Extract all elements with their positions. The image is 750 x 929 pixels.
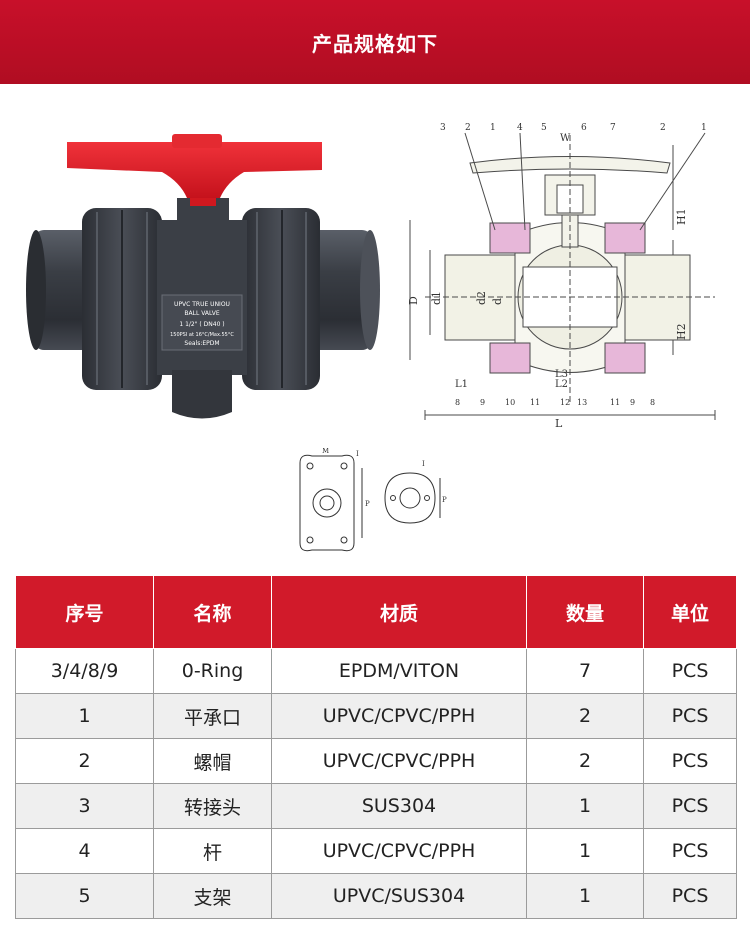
part-number: 8 — [650, 398, 655, 407]
part-number: 1 — [490, 123, 496, 133]
table-header-row: 序号 名称 材质 数量 单位 — [15, 575, 737, 649]
label-line-3: 1 1/2" ( DN40 ) — [179, 321, 224, 328]
part-number: 8 — [455, 398, 460, 407]
dim-l2: L2 — [555, 379, 568, 390]
label-line-2: BALL VALVE — [184, 310, 219, 317]
part-number: 4 — [517, 123, 523, 133]
cell-quantity: 1 — [526, 828, 644, 874]
cell-name: 平承口 — [153, 693, 272, 739]
label-line-4: 150PSI at 16°C/Max.55°C — [170, 332, 234, 338]
cell-unit: PCS — [643, 693, 737, 739]
dim-i: I — [422, 460, 425, 468]
cell-quantity: 2 — [526, 738, 644, 784]
table-row: 5 支架 UPVC/SUS304 1 PCS — [15, 873, 737, 919]
cell-material: UPVC/SUS304 — [271, 873, 527, 919]
table-row: 1 平承口 UPVC/CPVC/PPH 2 PCS — [15, 693, 737, 739]
table-row: 2 螺帽 UPVC/CPVC/PPH 2 PCS — [15, 738, 737, 784]
cross-section-drawing: 3 2 1 4 5 6 7 2 1 W H1 H2 D d1 d2 d L1 L… — [407, 123, 716, 430]
cell-unit: PCS — [643, 873, 737, 919]
cell-unit: PCS — [643, 738, 737, 784]
cell-quantity: 1 — [526, 873, 644, 919]
part-number: 10 — [505, 398, 515, 407]
dim-l: L — [555, 417, 563, 430]
part-number: 6 — [581, 123, 587, 133]
dim-l3: L3 — [555, 369, 568, 380]
cell-index: 3/4/8/9 — [15, 648, 154, 694]
table-row: 3/4/8/9 0-Ring EPDM/VITON 7 PCS — [15, 648, 737, 694]
dim-h1: H1 — [675, 208, 688, 225]
cell-index: 4 — [15, 828, 154, 874]
page-title: 产品规格如下 — [312, 31, 438, 56]
cell-index: 3 — [15, 783, 154, 829]
part-number: 5 — [541, 123, 547, 133]
dim-d-outer: D — [407, 296, 420, 305]
dim-d1: d1 — [430, 291, 443, 305]
label-line-1: UPVC TRUE UNIOU — [174, 301, 230, 308]
header-material: 材质 — [271, 575, 527, 649]
cell-unit: PCS — [643, 648, 737, 694]
mounting-drawings: M I P I P — [299, 448, 447, 552]
cell-material: SUS304 — [271, 783, 527, 829]
cell-material: UPVC/CPVC/PPH — [271, 693, 527, 739]
cell-unit: PCS — [643, 828, 737, 874]
dim-l1: L1 — [455, 379, 468, 390]
cell-material: UPVC/CPVC/PPH — [271, 738, 527, 784]
part-number: 3 — [440, 123, 446, 133]
cell-quantity: 2 — [526, 693, 644, 739]
cell-name: 转接头 — [153, 783, 272, 829]
cell-index: 1 — [15, 693, 154, 739]
part-number: 12 — [560, 398, 570, 407]
header-name: 名称 — [153, 575, 272, 649]
header-quantity: 数量 — [526, 575, 644, 649]
cell-index: 2 — [15, 738, 154, 784]
cell-material: UPVC/CPVC/PPH — [271, 828, 527, 874]
cell-name: 0-Ring — [153, 648, 272, 694]
cell-unit: PCS — [643, 783, 737, 829]
part-number: 9 — [480, 398, 485, 407]
part-number: 11 — [610, 398, 620, 407]
product-photo: UPVC TRUE UNIOU BALL VALVE 1 1/2" ( DN40… — [26, 134, 380, 419]
part-number: 1 — [701, 123, 707, 133]
part-number: 11 — [530, 398, 540, 407]
cell-name: 杆 — [153, 828, 272, 874]
part-number: 2 — [465, 123, 471, 133]
part-number: 7 — [610, 123, 616, 133]
dim-h2: H2 — [675, 323, 688, 340]
header-unit: 单位 — [643, 575, 737, 649]
part-number: 13 — [577, 398, 587, 407]
cell-name: 螺帽 — [153, 738, 272, 784]
part-number: 9 — [630, 398, 635, 407]
dim-i: I — [356, 450, 359, 458]
header-banner: 产品规格如下 — [0, 0, 750, 84]
dim-p: P — [365, 500, 370, 508]
table-row: 4 杆 UPVC/CPVC/PPH 1 PCS — [15, 828, 737, 874]
table-row: 3 转接头 SUS304 1 PCS — [15, 783, 737, 829]
cell-quantity: 7 — [526, 648, 644, 694]
spec-table: 序号 名称 材质 数量 单位 3/4/8/9 0-Ring EPDM/VITON… — [15, 575, 737, 919]
cell-material: EPDM/VITON — [271, 648, 527, 694]
dim-d2: d2 — [475, 291, 488, 305]
dim-d: d — [491, 298, 504, 305]
dim-p: P — [442, 496, 447, 504]
label-line-5: Seals:EPDM — [184, 340, 219, 347]
dim-m: M — [322, 448, 329, 455]
dim-w: W — [560, 133, 571, 144]
cell-index: 5 — [15, 873, 154, 919]
part-number: 2 — [660, 123, 666, 133]
header-index: 序号 — [15, 575, 154, 649]
cell-quantity: 1 — [526, 783, 644, 829]
cell-name: 支架 — [153, 873, 272, 919]
